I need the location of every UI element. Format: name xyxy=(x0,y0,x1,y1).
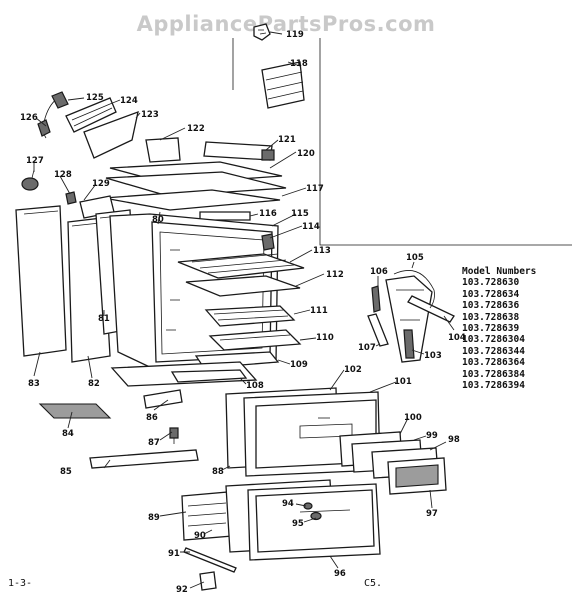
diagram-code: C5. xyxy=(364,578,383,589)
part-124-125-element xyxy=(37,91,117,139)
part-label-127: 127 xyxy=(26,156,44,166)
part-label-92: 92 xyxy=(176,585,188,595)
part-97-window xyxy=(387,457,447,495)
part-number-labels: 119 118 125 124 123 126 122 121 120 127 … xyxy=(20,30,466,595)
part-label-129: 129 xyxy=(92,179,110,189)
model-number: 103.728638 xyxy=(462,311,520,323)
part-label-116: 116 xyxy=(259,209,277,219)
part-label-105: 105 xyxy=(406,253,424,263)
part-117-shelf xyxy=(103,189,281,211)
part-label-84: 84 xyxy=(62,429,74,439)
part-label-90: 90 xyxy=(194,531,206,541)
part-label-88: 88 xyxy=(212,467,224,477)
part-label-122: 122 xyxy=(187,124,205,134)
part-label-111: 111 xyxy=(310,306,328,316)
part-107-link xyxy=(367,313,389,347)
part-label-81: 81 xyxy=(98,314,110,324)
part-label-98: 98 xyxy=(448,435,460,445)
leader-lines xyxy=(33,31,455,589)
part-121-rail xyxy=(203,141,275,161)
part-label-85: 85 xyxy=(60,467,72,477)
model-number: 103.7286384 xyxy=(462,368,525,380)
part-label-114: 114 xyxy=(302,222,320,232)
part-label-115: 115 xyxy=(291,209,309,219)
part-label-97: 97 xyxy=(426,509,438,519)
part-label-89: 89 xyxy=(148,513,160,523)
part-label-95: 95 xyxy=(292,519,304,529)
part-label-91: 91 xyxy=(168,549,180,559)
model-number: 103.7286394 xyxy=(462,380,525,392)
watermark: AppliancePartsPros.com xyxy=(136,12,436,36)
model-number: 103.7286364 xyxy=(462,357,525,369)
model-number: 103.728634 xyxy=(462,288,520,300)
part-label-128: 128 xyxy=(54,170,72,180)
part-label-117: 117 xyxy=(306,184,324,194)
part-label-112: 112 xyxy=(326,270,344,280)
part-label-121: 121 xyxy=(278,135,296,145)
part-label-99: 99 xyxy=(426,431,438,441)
part-label-82: 82 xyxy=(88,379,100,389)
part-label-102: 102 xyxy=(344,365,362,375)
part-123-panel xyxy=(83,110,139,159)
part-label-103: 103 xyxy=(424,351,442,361)
model-numbers-list: Model Numbers 103.728630 103.728634 103.… xyxy=(462,266,570,391)
model-number: 103.7286304 xyxy=(462,334,525,346)
model-number: 103.728639 xyxy=(462,323,520,335)
part-106-pin xyxy=(371,285,381,313)
model-number: 103.728636 xyxy=(462,300,520,312)
part-label-110: 110 xyxy=(316,333,334,343)
part-110-pan xyxy=(208,329,302,351)
part-label-123: 123 xyxy=(141,110,159,120)
part-127-knob xyxy=(21,169,39,191)
part-label-107: 107 xyxy=(358,343,376,353)
part-96-drawer-front xyxy=(247,483,381,561)
part-label-104: 104 xyxy=(448,333,466,343)
part-label-120: 120 xyxy=(297,149,315,159)
part-label-113: 113 xyxy=(313,246,331,256)
part-85-strip xyxy=(89,449,199,469)
part-label-126: 126 xyxy=(20,113,38,123)
part-105-hinge-spring xyxy=(393,270,435,309)
model-number: 103.728630 xyxy=(462,277,520,289)
part-label-106: 106 xyxy=(370,267,388,277)
part-122-liner xyxy=(145,137,181,163)
part-120-top-panel xyxy=(105,161,287,197)
part-label-109: 109 xyxy=(290,360,308,370)
part-label-124: 124 xyxy=(120,96,138,106)
part-label-83: 83 xyxy=(28,379,40,389)
page-number: 1-3- xyxy=(8,578,33,589)
part-113-rack xyxy=(177,253,305,279)
part-104-hinge-arm xyxy=(407,295,455,323)
part-84-plate xyxy=(38,403,112,419)
part-label-94: 94 xyxy=(282,499,294,509)
part-119-bracket xyxy=(253,23,271,41)
part-label-125: 125 xyxy=(86,93,104,103)
part-label-119: 119 xyxy=(286,30,304,40)
part-86-kick-panel xyxy=(143,389,183,409)
part-label-87: 87 xyxy=(148,438,160,448)
part-91-rod xyxy=(183,547,237,573)
part-111-pan xyxy=(204,305,296,327)
part-label-118: 118 xyxy=(290,59,308,69)
part-label-86: 86 xyxy=(146,413,158,423)
part-83-side-panel xyxy=(15,205,67,357)
part-label-101: 101 xyxy=(394,377,412,387)
part-89-drawer-body xyxy=(181,491,233,541)
part-116-strip xyxy=(199,211,251,221)
part-118-grate xyxy=(261,61,305,109)
part-112-rack xyxy=(185,275,301,297)
part-92-clip xyxy=(199,571,217,591)
part-label-80: 80 xyxy=(152,215,164,225)
part-label-96: 96 xyxy=(334,569,346,579)
part-label-108: 108 xyxy=(246,381,264,391)
model-numbers-heading: Model Numbers xyxy=(462,266,537,277)
part-108-bottom xyxy=(110,361,258,387)
model-number: 103.7286344 xyxy=(462,345,525,357)
part-87-leveler xyxy=(169,427,179,444)
part-label-100: 100 xyxy=(404,413,422,423)
frame-line xyxy=(319,38,572,246)
part-103-hinge xyxy=(385,275,433,363)
